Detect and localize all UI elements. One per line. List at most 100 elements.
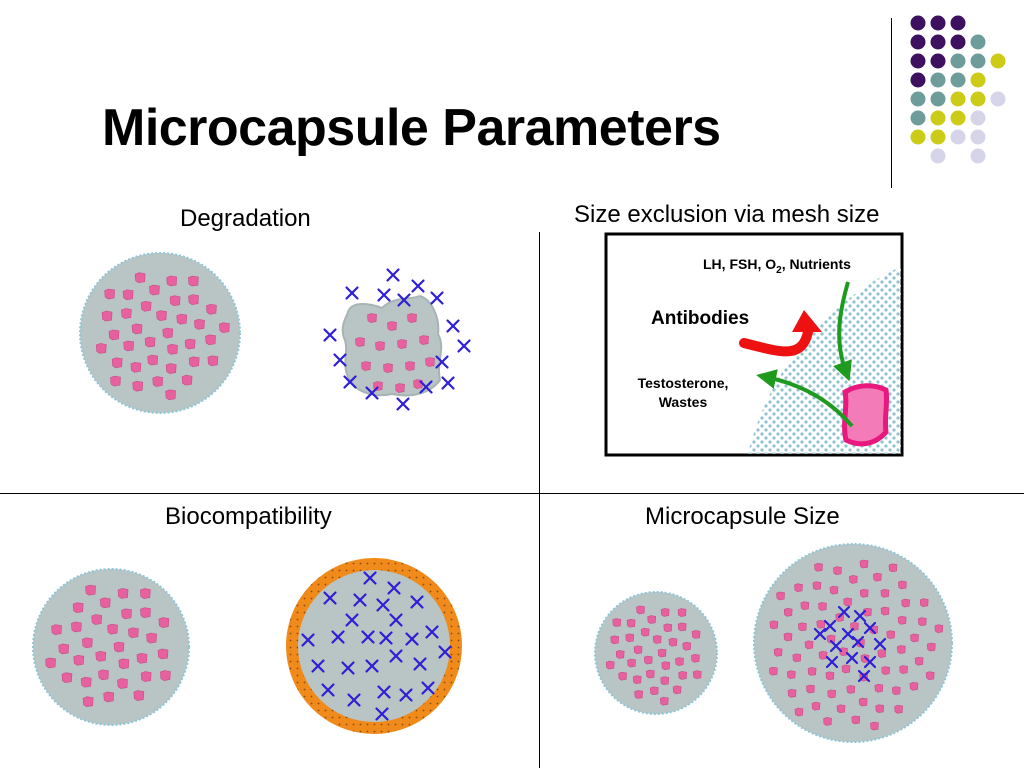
cell-icon (140, 300, 152, 312)
cell-icon (652, 635, 662, 644)
cell-icon (98, 669, 109, 681)
x-marker-icon (375, 707, 389, 721)
cell-icon (812, 581, 822, 590)
large-capsule (753, 543, 953, 743)
cell-icon (634, 690, 643, 699)
cell-icon (95, 343, 107, 354)
cell-icon (880, 606, 890, 616)
dot-grid-icon (910, 15, 1006, 164)
cell-icon (147, 354, 159, 366)
cell-icon (806, 684, 815, 694)
cell-icon (167, 344, 178, 355)
cell-icon (113, 641, 125, 653)
cell-icon (110, 375, 121, 387)
x-marker-icon (851, 635, 865, 649)
x-marker-icon (389, 649, 403, 663)
cell-icon (51, 624, 62, 635)
cell-icon (160, 670, 171, 681)
x-marker-icon (389, 613, 403, 627)
cell-icon (672, 685, 682, 695)
cell-icon (219, 322, 230, 333)
cell-icon (858, 697, 868, 707)
antibody-arrow-head (792, 310, 822, 332)
uncoated-capsule (32, 568, 190, 726)
x-marker-icon (845, 651, 859, 665)
cell-icon (811, 701, 821, 711)
cell-icon (910, 633, 919, 643)
cell-icon (101, 310, 113, 322)
cell-icon (691, 630, 701, 639)
cell-icon (659, 696, 669, 706)
x-marker-icon (377, 288, 391, 302)
testosterone-wastes-label: Testosterone,Wastes (637, 375, 729, 410)
cell-icon (205, 334, 216, 346)
cell-icon (640, 627, 650, 637)
antibodies-label: Antibodies (651, 308, 750, 329)
cell-icon (407, 313, 417, 323)
cell-icon (873, 572, 882, 582)
cell-icon (355, 337, 365, 347)
x-marker-icon (419, 380, 433, 394)
cell-icon (833, 566, 842, 575)
cell-icon (783, 607, 793, 617)
cell-icon (825, 671, 835, 681)
cell-icon (117, 588, 129, 599)
cell-icon (111, 357, 123, 369)
cell-icon (165, 363, 177, 374)
x-marker-icon (863, 655, 877, 669)
cell-icon (773, 648, 783, 657)
cell-icon (144, 336, 156, 348)
cell-icon (118, 658, 130, 670)
cell-icon (82, 696, 94, 708)
x-marker-icon (446, 319, 460, 333)
cell-icon (678, 671, 687, 680)
cell-icon (80, 676, 92, 688)
x-marker-icon (345, 286, 359, 300)
cell-icon (612, 618, 622, 627)
cell-icon (188, 294, 199, 305)
cell-icon (405, 361, 415, 371)
cell-icon (206, 303, 217, 315)
cell-icon (122, 289, 134, 301)
antibody-arrow (739, 327, 813, 357)
cell-icon (886, 630, 896, 640)
cell-icon (846, 685, 856, 694)
cell-icon (157, 648, 169, 660)
x-marker-icon (421, 681, 435, 695)
cell-icon (925, 671, 935, 681)
cell-icon (870, 721, 879, 731)
cell-icon (130, 361, 142, 373)
cell-icon (660, 608, 670, 617)
cell-icon (848, 575, 858, 584)
cell-icon (851, 715, 861, 725)
x-marker-icon (813, 627, 827, 641)
x-marker-icon (430, 291, 444, 305)
cell-icon (875, 704, 885, 714)
cell-icon (636, 605, 645, 615)
x-marker-icon (363, 571, 377, 585)
x-marker-icon (331, 630, 345, 644)
biocompatibility-heading: Biocompatibility (165, 503, 332, 530)
cell-icon (188, 356, 200, 368)
cell-icon (649, 686, 659, 696)
cell-icon (836, 704, 846, 714)
x-marker-icon (863, 621, 877, 635)
cell-icon (874, 683, 884, 693)
x-marker-icon (386, 268, 400, 282)
cell-icon (194, 319, 205, 330)
x-marker-icon (365, 386, 379, 400)
x-marker-icon (823, 619, 837, 633)
cell-icon (881, 666, 890, 675)
x-marker-icon (341, 661, 355, 675)
cell-icon (877, 649, 887, 658)
degrading-capsule (341, 294, 443, 397)
cell-icon (692, 670, 702, 679)
cell-icon (776, 591, 785, 601)
cell-icon (682, 641, 692, 651)
waste-arrow (756, 369, 854, 428)
cell-icon (880, 589, 890, 598)
cell-icon (91, 614, 103, 625)
cell-icon (843, 597, 852, 607)
cell-icon (894, 704, 903, 714)
cell-icon (158, 617, 170, 628)
